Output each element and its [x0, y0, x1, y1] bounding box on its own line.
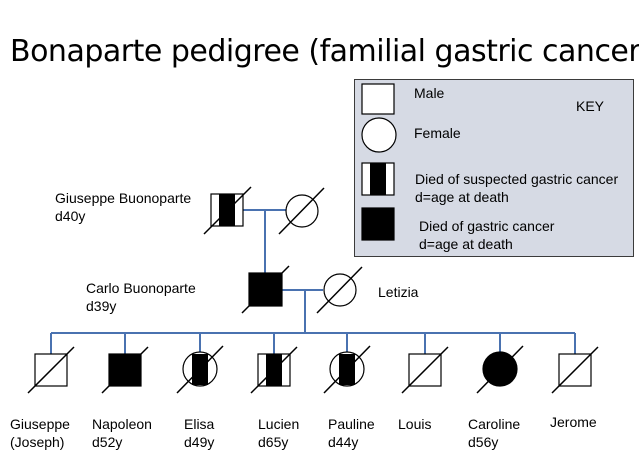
name-text: Lucien	[258, 416, 300, 432]
slide-title: Bonaparte pedigree (familial gastric can…	[10, 34, 639, 69]
name-text: Giuseppe	[10, 416, 70, 432]
child-louis-symbol	[401, 346, 449, 394]
label-child-giuseppe: Giuseppe (Joseph)	[10, 415, 70, 451]
key-heading: KEY	[576, 98, 605, 114]
key-gastric-symbol	[361, 207, 395, 241]
connector-lines	[50, 209, 576, 354]
label-letizia: Letizia	[378, 284, 419, 300]
age-text: d44y	[328, 434, 359, 450]
age-text: d49y	[184, 434, 215, 450]
name-text: Caroline	[468, 416, 521, 432]
child-napoleon-symbol	[101, 346, 149, 394]
age-text: d39y	[86, 298, 117, 314]
name-text: Pauline	[328, 416, 375, 432]
age-text: d65y	[258, 434, 289, 450]
key-female-label: Female	[414, 125, 461, 141]
age-text: d56y	[468, 434, 499, 450]
child-elisa-symbol	[176, 345, 224, 394]
key-gastric-label: Died of gastric cancer d=age at death	[419, 217, 554, 253]
label-child-napoleon: Napoleon d52y	[92, 415, 152, 451]
giuseppe-buonoparte-symbol	[203, 186, 252, 235]
label-giuseppe-buonoparte: Giuseppe Buonoparte d40y	[55, 189, 191, 225]
age-text: d52y	[92, 434, 123, 450]
key-gastric-line1: Died of gastric cancer	[419, 218, 555, 234]
child-jerome-symbol	[551, 346, 599, 394]
key-male-label: Male	[414, 85, 445, 101]
name-text: Jerome	[550, 414, 597, 430]
label-child-louis: Louis	[398, 415, 431, 433]
label-child-lucien: Lucien d65y	[258, 415, 299, 451]
child-giuseppe-symbol	[27, 346, 75, 394]
name-text: Elisa	[184, 416, 215, 432]
name-text: Giuseppe Buonoparte	[55, 190, 192, 206]
label-child-jerome: Jerome	[550, 413, 597, 431]
child-pauline-symbol	[323, 345, 371, 394]
key-suspected-line2: d=age at death	[415, 189, 509, 205]
key-gastric-line2: d=age at death	[419, 236, 513, 252]
label-carlo: Carlo Buonoparte d39y	[86, 279, 196, 315]
name-text: Louis	[398, 416, 432, 432]
label-child-caroline: Caroline d56y	[468, 415, 520, 451]
key-suspected-symbol	[361, 162, 395, 196]
name-text: Napoleon	[92, 416, 152, 432]
age-text: (Joseph)	[10, 434, 65, 450]
key-male-square	[361, 83, 395, 115]
key-suspected-line1: Died of suspected gastric cancer	[415, 171, 619, 187]
carlo-symbol	[241, 265, 290, 314]
label-child-elisa: Elisa d49y	[184, 415, 214, 451]
label-child-pauline: Pauline d44y	[328, 415, 375, 451]
name-text: Carlo Buonoparte	[86, 280, 196, 296]
key-panel	[354, 79, 634, 257]
key-female-circle	[361, 117, 397, 153]
spouse-gen1-symbol	[278, 187, 325, 235]
letizia-symbol	[316, 266, 363, 314]
child-caroline-symbol	[476, 345, 524, 394]
age-text: d40y	[55, 208, 86, 224]
key-suspected-label: Died of suspected gastric cancer d=age a…	[415, 170, 618, 206]
child-lucien-symbol	[250, 346, 298, 394]
